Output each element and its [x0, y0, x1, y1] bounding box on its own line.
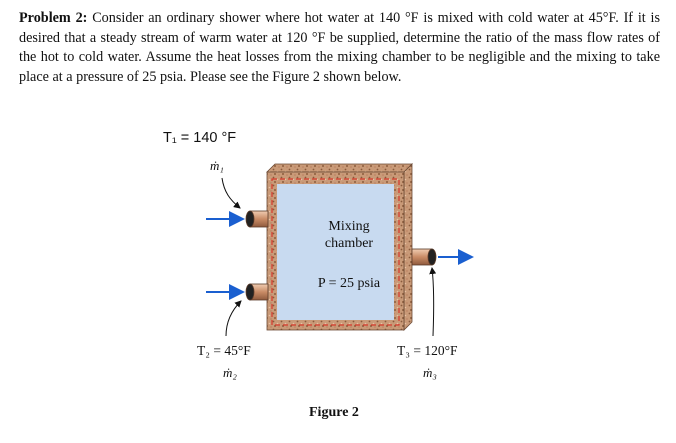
leader-line-inlet-2	[225, 300, 242, 337]
figure-caption: Figure 2	[309, 405, 359, 420]
outlet-temperature-label: T₃ = 120°F	[397, 343, 458, 358]
control-volume-boundary	[271, 178, 400, 326]
problem-heading: Problem 2:	[19, 10, 88, 26]
inlet-pipe-1	[245, 210, 269, 228]
problem-statement: Problem 2: Consider an ordinary shower w…	[19, 9, 660, 87]
inlet-2-temperature-label: T₂ = 45°F	[197, 343, 251, 358]
pressure-label: P = 25 psia	[317, 276, 381, 291]
problem-text: Consider an ordinary shower where hot wa…	[19, 10, 660, 85]
chamber-label-line-2: chamber	[324, 236, 374, 251]
outlet-pipe	[411, 248, 437, 266]
inlet-2-mass-flow-label: ṁ₂	[223, 365, 237, 380]
chamber-interior	[277, 184, 394, 320]
inlet-1-temperature-label: T₁ = 140 °F	[163, 130, 237, 146]
outlet-mass-flow-label: ṁ₃	[423, 365, 437, 380]
leader-line-outlet	[429, 267, 437, 337]
chamber-top-face	[266, 163, 413, 173]
leader-line-inlet-1	[221, 177, 241, 209]
inlet-pipe-2	[245, 283, 269, 301]
chamber-label-line-1: Mixing	[328, 219, 370, 234]
chamber-label: Mixing chamber	[289, 218, 409, 252]
inlet-1-mass-flow-label: ṁ₁	[210, 158, 224, 173]
